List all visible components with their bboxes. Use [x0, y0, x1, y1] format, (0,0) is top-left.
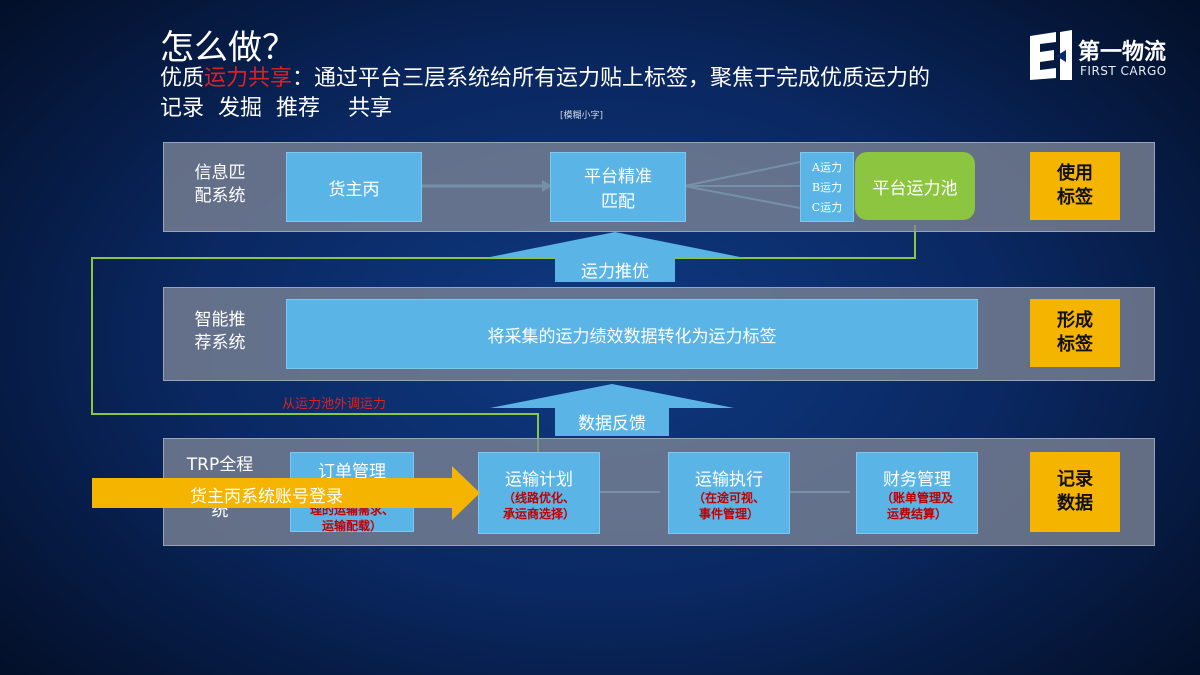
up-arrow-2-head — [490, 384, 734, 408]
transport-exec-title: 运输执行 — [695, 469, 763, 490]
page-subtitle: 优质运力共享：通过平台三层系统给所有运力贴上标签，聚焦于完成优质运力的 记录 发… — [160, 64, 1040, 124]
record-data-badge: 记录 数据 — [1030, 452, 1120, 532]
login-banner-text: 货主丙系统账号登录 — [190, 487, 343, 507]
external-capacity-note: 从运力池外调运力 — [282, 397, 387, 412]
transport-plan-title: 运输计划 — [505, 469, 573, 490]
capacity-pool-box: 平台运力池 — [855, 152, 975, 220]
precise-match-box: 平台精准 匹配 — [550, 152, 686, 222]
login-banner-arrow-shape — [92, 466, 480, 520]
transport-plan-box: 运输计划 （线路优化、 承运商选择） — [478, 452, 600, 534]
capacity-promotion-arrow: 运力推优 — [555, 256, 675, 282]
tier-c-label: C运力 — [811, 201, 843, 214]
info-matching-label: 信息匹 配系统 — [194, 163, 246, 206]
finance-box: 财务管理 （账单管理及 运费结算） — [856, 452, 978, 534]
up-arrow-1-head — [485, 232, 745, 258]
capacity-tiers: A运力 B运力 C运力 — [800, 152, 854, 222]
login-banner-arrow — [92, 466, 480, 520]
transport-exec-box: 运输执行 （在途可视、 事件管理） — [668, 452, 790, 534]
tag-conversion-box: 将采集的运力绩效数据转化为运力标签 — [286, 299, 978, 369]
form-tag-badge: 形成 标签 — [1030, 299, 1120, 367]
tier-b-label: B运力 — [811, 181, 843, 194]
transport-plan-sub: （线路优化、 承运商选择） — [502, 490, 575, 521]
logo-name-cn: 第一物流 — [1078, 40, 1167, 65]
subtitle-rest: ：通过平台三层系统给所有运力贴上标签，聚焦于完成优质运力的 — [292, 66, 931, 91]
transport-exec-sub: （在途可视、 事件管理） — [692, 490, 765, 521]
subtitle-line2: 记录 发掘 推荐 共享 — [160, 96, 392, 121]
smart-recommend-label: 智能推 荐系统 — [194, 310, 246, 353]
tiny-note: [模糊小字] — [560, 111, 604, 121]
company-logo: 第一物流 FIRST CARGO — [1026, 30, 1176, 90]
shipper-box: 货主丙 — [286, 152, 422, 222]
order-management-title: 订单管理 — [318, 462, 386, 482]
finance-sub: （账单管理及 运费结算） — [880, 490, 953, 521]
use-tag-badge: 使用 标签 — [1030, 152, 1120, 220]
page-title: 怎么做？ — [160, 28, 296, 68]
subtitle-prefix: 优质 — [160, 66, 205, 91]
external-capacity-line — [91, 225, 916, 452]
subtitle-highlight: 运力共享 — [204, 66, 293, 91]
logo-name-en: FIRST CARGO — [1080, 64, 1167, 78]
data-feedback-arrow: 数据反馈 — [555, 406, 669, 436]
logo-mark-icon — [1030, 30, 1072, 80]
tier-a-label: A运力 — [812, 161, 842, 174]
finance-title: 财务管理 — [883, 469, 951, 490]
